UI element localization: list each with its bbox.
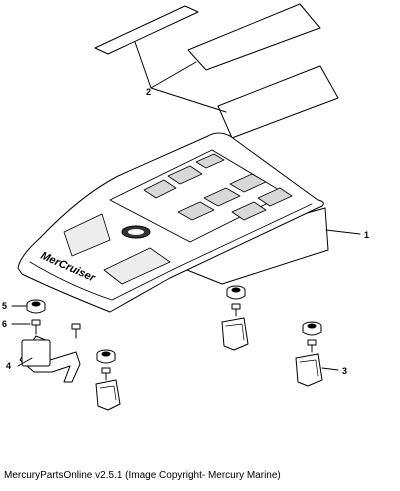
vent-3 (143, 179, 177, 199)
decal-sheet-bottom (217, 65, 339, 139)
grommet-center-hole (231, 287, 241, 293)
cover-right-pocket (103, 247, 171, 285)
mount-left-block-face (99, 385, 117, 401)
decal-sheets (94, 3, 339, 139)
callout-2: 2 (146, 87, 151, 97)
grommet-center-body (226, 289, 246, 300)
grommet-left-hole (101, 351, 111, 357)
callout-3: 3 (342, 366, 347, 376)
cover-vents (143, 153, 293, 221)
bracket-left (17, 335, 81, 383)
vent-7 (257, 187, 293, 207)
screw-left-head (101, 367, 111, 374)
screw-right-head (307, 339, 317, 346)
vent-6 (177, 201, 215, 221)
grommet-5 (11, 299, 46, 314)
cover-left-pocket (63, 213, 111, 257)
grommet-left-body (96, 353, 116, 364)
mount-right-block (295, 353, 323, 387)
screw-6-head (31, 319, 41, 326)
vent-1 (195, 153, 225, 169)
mount-right-block-face (299, 359, 319, 377)
callout-6: 6 (2, 319, 7, 329)
mount-left (95, 349, 121, 411)
callout-5: 5 (2, 301, 7, 311)
screw-bracket (71, 323, 81, 339)
leader-1 (325, 229, 361, 235)
mount-left-block (95, 379, 121, 411)
vent-8 (231, 201, 267, 221)
callout-4: 4 (6, 361, 11, 371)
engine-cover: MerCruiser (17, 132, 361, 313)
grommet-right-body (302, 325, 322, 336)
image-caption: MercuryPartsOnline v2.5.1 (Image Copyrig… (4, 470, 281, 481)
vent-5 (203, 187, 241, 207)
bracket-block (21, 339, 51, 367)
leader-2-b (150, 61, 197, 89)
vent-4 (229, 173, 267, 193)
cover-ridge (29, 203, 313, 301)
grommet-right-hole (307, 323, 317, 329)
grommet-5-body (26, 303, 46, 314)
callouts: 1 2 3 4 5 6 (2, 87, 369, 376)
leader-2-c (150, 87, 227, 113)
mount-center-block-face (225, 323, 245, 341)
leader-4 (17, 357, 33, 367)
grommet-5-hole (31, 301, 41, 307)
cover-top (17, 132, 324, 313)
mount-center (221, 285, 249, 351)
decal-sheet-middle (187, 3, 321, 71)
callout-1: 1 (364, 230, 369, 240)
vent-2 (167, 165, 203, 185)
leader-3 (321, 367, 339, 371)
decal-sheet-top (94, 5, 199, 55)
mount-right (295, 321, 339, 387)
screw-bracket-head (71, 323, 81, 330)
screw-center-head (231, 303, 241, 310)
mount-center-block (221, 317, 249, 351)
leader-2-a (134, 41, 152, 89)
screw-6 (11, 319, 41, 335)
cover-emblem-inner (128, 229, 144, 235)
